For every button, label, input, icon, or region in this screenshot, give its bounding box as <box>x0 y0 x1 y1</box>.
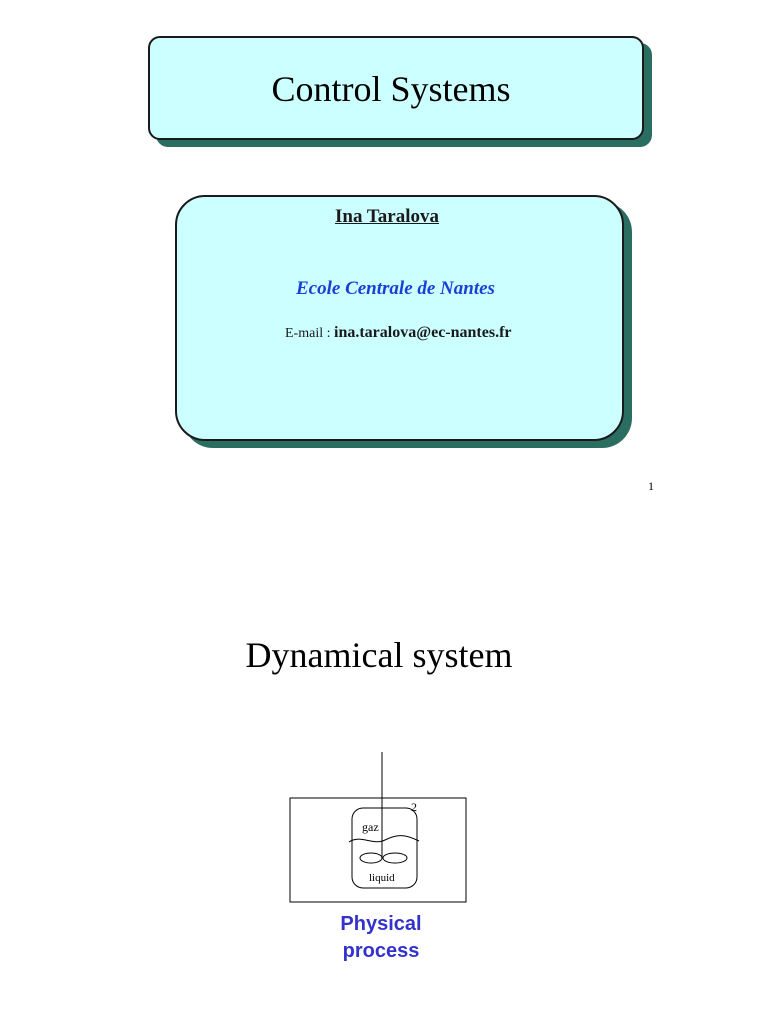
diagram-marker: 2 <box>411 800 417 814</box>
email-address: ina.taralova@ec-nantes.fr <box>334 324 512 341</box>
gas-label: gaz <box>362 820 379 834</box>
email-line: E-mail : ina.taralova@ec-nantes.fr <box>285 324 512 342</box>
slide2-title: Dynamical system <box>245 635 513 675</box>
page-number: 1 <box>648 479 654 493</box>
email-label: E-mail : <box>285 326 334 341</box>
tank-outline <box>351 807 418 889</box>
slide-title: Control Systems <box>271 69 511 109</box>
physical-process-diagram: gaz liquid 2 <box>289 752 467 903</box>
caption-line-2: process <box>342 940 420 962</box>
liquid-label: liquid <box>369 872 395 884</box>
liquid-surface <box>348 835 420 843</box>
diagram-caption: Physical process <box>300 911 462 965</box>
process-frame <box>289 797 467 903</box>
author-box <box>175 195 624 441</box>
propeller-right-blade <box>382 852 408 864</box>
author-name: Ina Taralova <box>335 206 440 227</box>
title-box <box>148 36 644 140</box>
propeller-left-blade <box>359 852 383 864</box>
institution-name: Ecole Centrale de Nantes <box>296 278 495 299</box>
caption-line-1: Physical <box>340 913 422 935</box>
